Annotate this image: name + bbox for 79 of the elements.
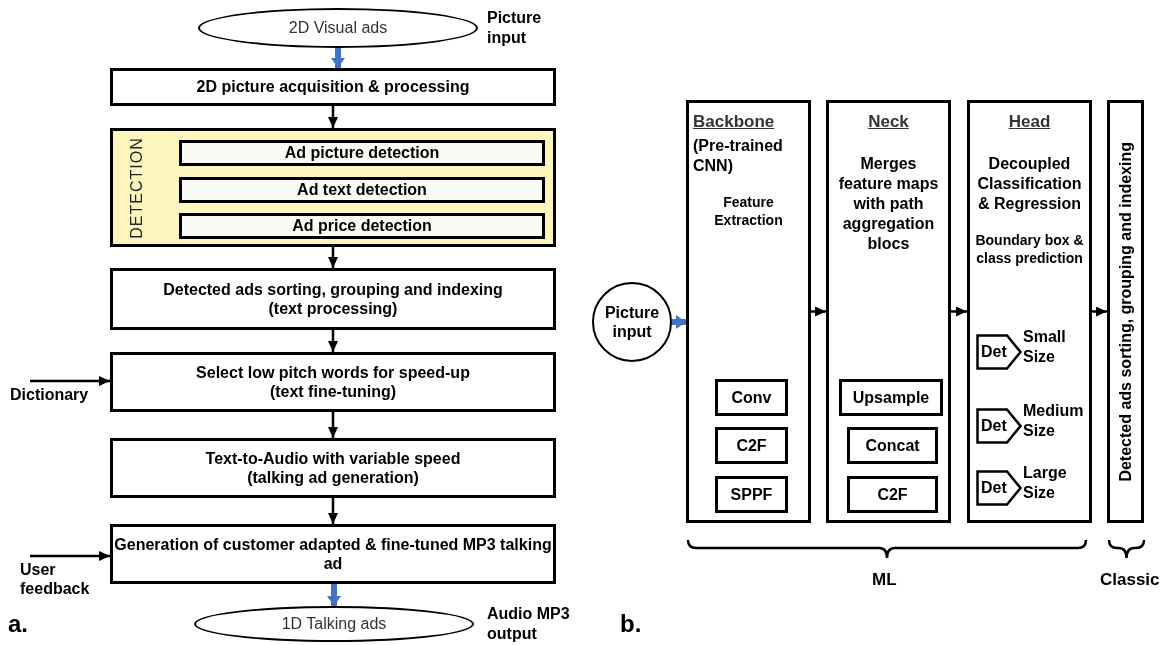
node-label: Decoupled Classification & Regression xyxy=(976,154,1083,215)
arrow xyxy=(328,498,338,524)
node-label: Conv xyxy=(731,387,772,408)
detection-group-band xyxy=(110,128,556,247)
node-label: Det xyxy=(981,416,1007,436)
panel-letter: a. xyxy=(8,610,28,638)
node-label: (text fine-tuning) xyxy=(269,382,397,402)
process-box xyxy=(110,68,556,106)
input-label: User feedback xyxy=(20,560,91,599)
column-heading: Backbone xyxy=(693,111,776,133)
arrow xyxy=(328,247,338,268)
node-label: Boundary box & class prediction xyxy=(974,232,1085,268)
arrow xyxy=(328,330,338,352)
arrow xyxy=(1092,306,1107,317)
arrow xyxy=(328,412,338,438)
stage-column-box xyxy=(967,100,1092,523)
node-label: Feature Extraction xyxy=(713,194,784,230)
arrow xyxy=(672,315,686,329)
node-label: 2D Visual ads xyxy=(288,18,388,38)
node-label: Select low pitch words for speed-up xyxy=(196,362,470,382)
arrow xyxy=(328,106,338,128)
node-label: C2F xyxy=(877,484,908,505)
node-label: Detected ads sorting, grouping and indexing xyxy=(163,279,503,299)
layer-box xyxy=(847,476,938,513)
process-box xyxy=(110,352,556,412)
arrow xyxy=(30,551,110,561)
side-note: Small Size xyxy=(1023,327,1067,367)
layer-box xyxy=(839,379,943,416)
process-box xyxy=(179,177,545,203)
node-label: Detected ads sorting, grouping and indexing xyxy=(1115,141,1135,482)
stage-column-box xyxy=(826,100,951,523)
node-label: SPPF xyxy=(730,484,773,505)
node-label: (text processing) xyxy=(268,299,398,319)
node-label: Picture input xyxy=(603,302,661,342)
node-label: Ad price detection xyxy=(292,216,432,236)
node-label: Text-to-Audio with variable speed xyxy=(205,448,461,468)
node-label: 2D picture acquisition & processing xyxy=(196,77,470,97)
node-label: Upsample xyxy=(852,387,930,408)
group-label: ML xyxy=(872,570,897,590)
side-note: Medium Size xyxy=(1023,401,1085,441)
process-box xyxy=(110,268,556,330)
group-label: Classic xyxy=(1100,570,1160,590)
process-box xyxy=(110,438,556,498)
input-label: Dictionary xyxy=(10,385,89,405)
arrow xyxy=(331,48,345,68)
process-box xyxy=(179,140,545,166)
process-box xyxy=(179,213,545,239)
arrow xyxy=(811,306,826,317)
node-label: Generation of customer adapted & fine-tuned MP3 talking ad xyxy=(113,534,553,574)
node-label: C2F xyxy=(736,435,767,456)
layer-box xyxy=(715,476,788,513)
node-label: Merges feature maps with path aggregation blocs xyxy=(837,154,940,255)
column-heading: Neck xyxy=(867,111,910,133)
panel-letter: b. xyxy=(620,610,642,638)
detection-head-shape xyxy=(976,334,1022,370)
node-label: DETECTION xyxy=(127,136,146,239)
node-label: (talking ad generation) xyxy=(247,468,419,488)
node-label: 1D Talking ads xyxy=(281,614,387,634)
detection-head-shape xyxy=(976,470,1022,506)
node-label: Det xyxy=(981,342,1007,362)
stage-column-box xyxy=(686,100,811,523)
layer-box xyxy=(847,427,938,464)
process-box xyxy=(110,524,556,584)
process-box xyxy=(1107,100,1144,523)
side-note: Large Size xyxy=(1023,463,1068,503)
node-label: Ad picture detection xyxy=(284,143,440,163)
side-note: Picture input xyxy=(487,8,543,48)
side-note: Audio MP3 output xyxy=(487,604,571,644)
arrow xyxy=(30,376,110,386)
node-label: Concat xyxy=(865,435,920,456)
arrow xyxy=(951,306,967,317)
node-label: (Pre-trained CNN) xyxy=(693,136,784,177)
node-label: Ad text detection xyxy=(297,180,427,200)
node-label: Det xyxy=(981,478,1007,498)
column-heading: Head xyxy=(1007,111,1052,133)
layer-box xyxy=(715,427,788,464)
detection-head-shape xyxy=(976,408,1022,444)
layer-box xyxy=(715,379,788,416)
arrow xyxy=(327,584,341,606)
